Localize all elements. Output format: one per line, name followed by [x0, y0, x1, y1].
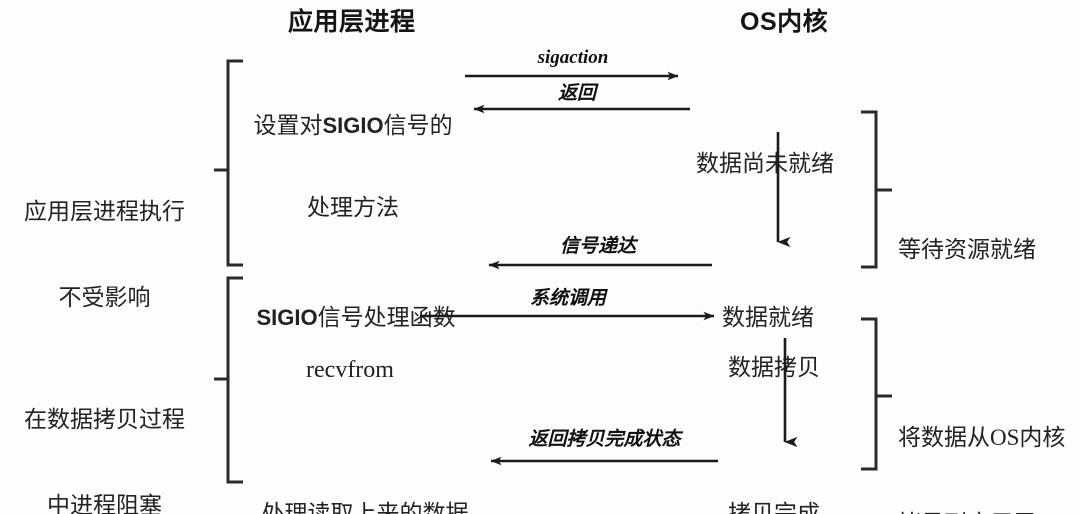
node-set-sigio-handler-line1-post: 信号的 — [383, 113, 453, 139]
node-set-sigio-handler-line1: 设置对SIGIO信号的 — [242, 112, 464, 139]
node-sigio-handler-func-mid: SIGIO — [256, 305, 318, 331]
node-recvfrom: recvfrom — [250, 299, 450, 441]
edge-label-return: 返回 — [557, 83, 596, 104]
brace-right-copy-to-user — [861, 317, 878, 471]
node-data-ready-label: 数据就绪 — [722, 305, 814, 331]
group-note-copy-to-user-line1: 将数据从OS内核 — [898, 424, 1066, 450]
group-note-blocked: 在数据拷贝过程 中进程阻塞 — [2, 348, 207, 514]
node-copy-done-label: 拷贝完成 — [728, 501, 820, 514]
node-data-not-ready: 数据尚未就绪 — [696, 96, 856, 232]
group-note-wait-ready: 等待资源就绪 — [898, 178, 1078, 322]
brace-left-unaffected — [226, 59, 243, 267]
node-process-read-data-label: 处理读取上来的数据 — [261, 501, 469, 514]
node-data-ready: 数据就绪 — [722, 250, 852, 386]
group-note-copy-to-user: 将数据从OS内核 拷贝到应用层 — [898, 366, 1080, 514]
edge-label-return-copy-status: 返回拷贝完成状态 — [528, 429, 681, 450]
column-heading-app-layer: 应用层进程 — [288, 8, 416, 36]
brace-right-wait-ready — [861, 110, 878, 269]
node-recvfrom-label: recvfrom — [306, 356, 394, 383]
node-set-sigio-handler: 设置对SIGIO信号的 处理方法 — [242, 58, 464, 275]
group-note-unaffected-line1: 应用层进程执行 — [24, 198, 185, 224]
node-data-copying: 数据拷贝 — [728, 300, 858, 436]
node-set-sigio-handler-line1-pre: 设置对 — [253, 113, 323, 139]
node-data-not-ready-label: 数据尚未就绪 — [696, 151, 834, 177]
edge-label-syscall: 系统调用 — [529, 288, 606, 309]
node-process-read-data: 处理读取上来的数据 — [240, 446, 490, 514]
node-sigio-handler-func-line1: SIGIO信号处理函数 — [242, 304, 470, 331]
node-copy-done: 拷贝完成 — [728, 446, 858, 514]
group-note-blocked-line2: 中进程阻塞 — [47, 492, 162, 514]
group-note-wait-ready-line1: 等待资源就绪 — [898, 236, 1036, 262]
column-heading-os-kernel: OS内核 — [740, 8, 829, 36]
group-note-copy-to-user-line2: 拷贝到应用层 — [898, 510, 1080, 514]
group-note-unaffected-line2: 不受影响 — [58, 284, 151, 310]
node-sigio-handler-func-post: 信号处理函数 — [317, 305, 456, 331]
node-set-sigio-handler-line1-mid: SIGIO — [322, 113, 384, 139]
group-note-blocked-line1: 在数据拷贝过程 — [24, 406, 185, 432]
group-note-unaffected: 应用层进程执行 不受影响 — [2, 140, 207, 370]
node-data-copying-label: 数据拷贝 — [728, 355, 820, 381]
edge-label-sigaction: sigaction — [537, 47, 609, 68]
node-set-sigio-handler-line2: 处理方法 — [307, 194, 399, 220]
node-sigio-handler-func: SIGIO信号处理函数 — [242, 250, 470, 386]
edge-label-signal-delivery: 信号递达 — [559, 236, 636, 257]
